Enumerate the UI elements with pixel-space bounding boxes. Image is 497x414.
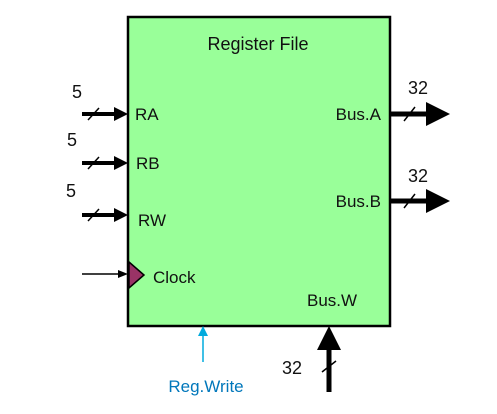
output-bus-b: 32 Bus.B [336,166,450,213]
bus-b-bus-slash [403,193,416,209]
bus-w-arrowhead [317,326,341,350]
clock-arrowhead [118,270,128,278]
reg-write-label: Reg.Write [168,377,243,396]
rw-width-label: 5 [66,181,76,201]
output-bus-a: 32 Bus.A [336,78,450,126]
block-title: Register File [207,34,308,54]
bus-w-bus-slash [321,360,337,373]
input-clock: Clock [82,260,196,290]
bus-a-bus-slash [403,106,416,122]
rw-bus-slash [87,208,100,222]
ra-arrowhead [114,107,128,121]
rb-arrowhead [114,156,128,170]
bus-b-arrowhead [426,189,450,213]
bus-b-label: Bus.B [336,192,381,211]
bus-a-label: Bus.A [336,105,382,124]
bus-w-width-label: 32 [282,358,302,378]
input-rw: 5 RW [66,181,166,230]
reg-write-arrowhead [198,326,208,336]
ra-bus-slash [87,107,100,121]
rb-label: RB [136,154,160,173]
ra-width-label: 5 [72,82,82,102]
input-rb: 5 RB [67,130,160,173]
bus-a-width-label: 32 [408,78,428,98]
register-file-block [126,15,392,328]
control-reg-write: Reg.Write [168,326,244,396]
rb-width-label: 5 [67,130,77,150]
bus-w-label: Bus.W [307,291,357,310]
input-bus-w: 32 Bus.W [282,291,357,392]
rw-arrowhead [114,208,128,222]
rb-bus-slash [87,156,100,170]
bus-a-arrowhead [426,102,450,126]
bus-b-width-label: 32 [408,166,428,186]
input-ra: 5 RA [72,82,159,124]
clock-edge-marker [128,260,146,290]
ra-label: RA [135,105,159,124]
rw-label: RW [138,211,166,230]
clock-label: Clock [153,268,196,287]
